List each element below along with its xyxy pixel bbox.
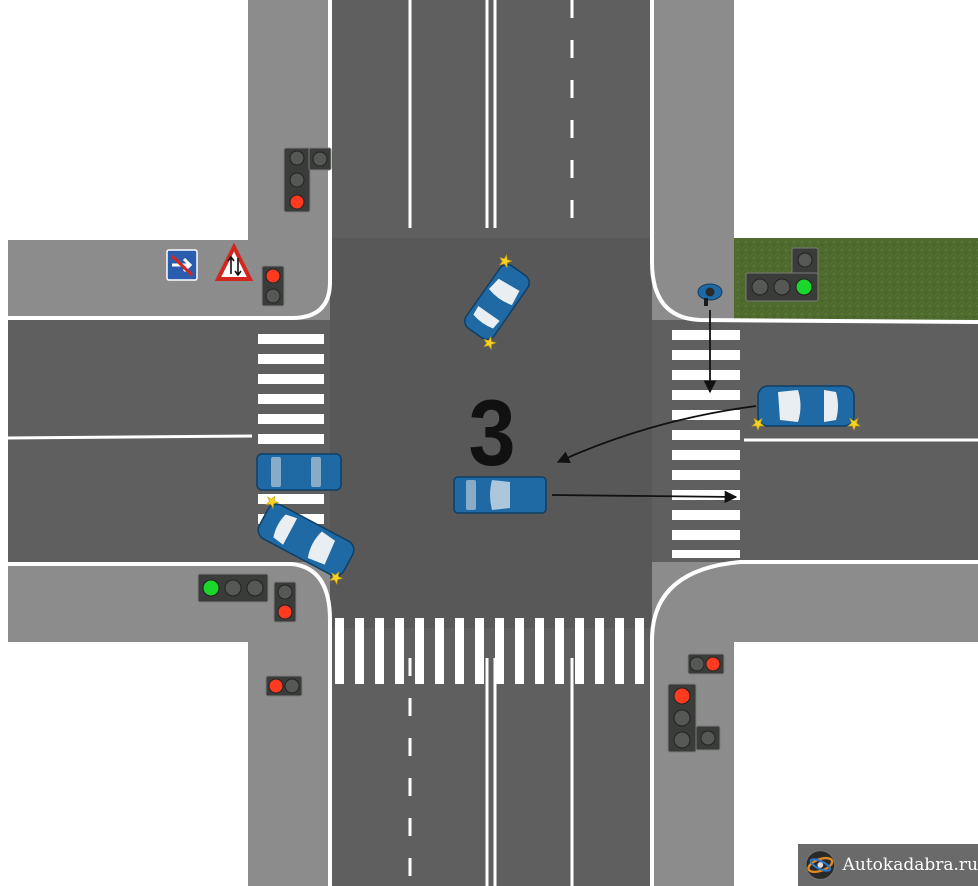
traffic-light-bottom-right bbox=[667, 683, 721, 753]
no-through-road-sign-icon bbox=[166, 249, 198, 281]
watermark-text: Autokadabra.ru bbox=[842, 855, 978, 875]
crosswalk-bottom bbox=[335, 618, 644, 684]
autokadabra-logo-icon bbox=[805, 850, 836, 880]
curb-top-right bbox=[650, 0, 978, 324]
pedestrian-icon bbox=[697, 283, 723, 306]
car-center bbox=[453, 476, 547, 514]
car-left-straight bbox=[256, 453, 342, 491]
car-top bbox=[464, 252, 530, 352]
traffic-light-top-right bbox=[745, 247, 819, 302]
traffic-light-top-left bbox=[283, 147, 332, 213]
curb-top-left bbox=[8, 0, 332, 320]
traffic-light-top-left-aux bbox=[261, 265, 285, 307]
traffic-light-bottom-left-ped bbox=[265, 675, 303, 697]
curb-bottom-left bbox=[8, 562, 332, 886]
lane-line-left bbox=[7, 434, 253, 440]
curb-bottom-right bbox=[650, 560, 978, 886]
car-left-turn bbox=[257, 493, 355, 586]
watermark: Autokadabra.ru bbox=[798, 844, 978, 886]
arrow-car-center-straight bbox=[551, 490, 738, 504]
traffic-light-bottom-right-ped bbox=[687, 653, 725, 675]
traffic-light-bottom-left-aux bbox=[273, 581, 297, 623]
sidewalk-top-right bbox=[652, 0, 734, 320]
sidewalk-bottom-right-h bbox=[652, 562, 978, 642]
arrow-car-right-left-turn bbox=[556, 405, 757, 464]
two-way-traffic-sign-icon bbox=[214, 242, 254, 281]
traffic-light-bottom-left bbox=[197, 573, 269, 603]
car-right bbox=[751, 385, 861, 431]
scenario-number: 3 bbox=[468, 380, 516, 485]
